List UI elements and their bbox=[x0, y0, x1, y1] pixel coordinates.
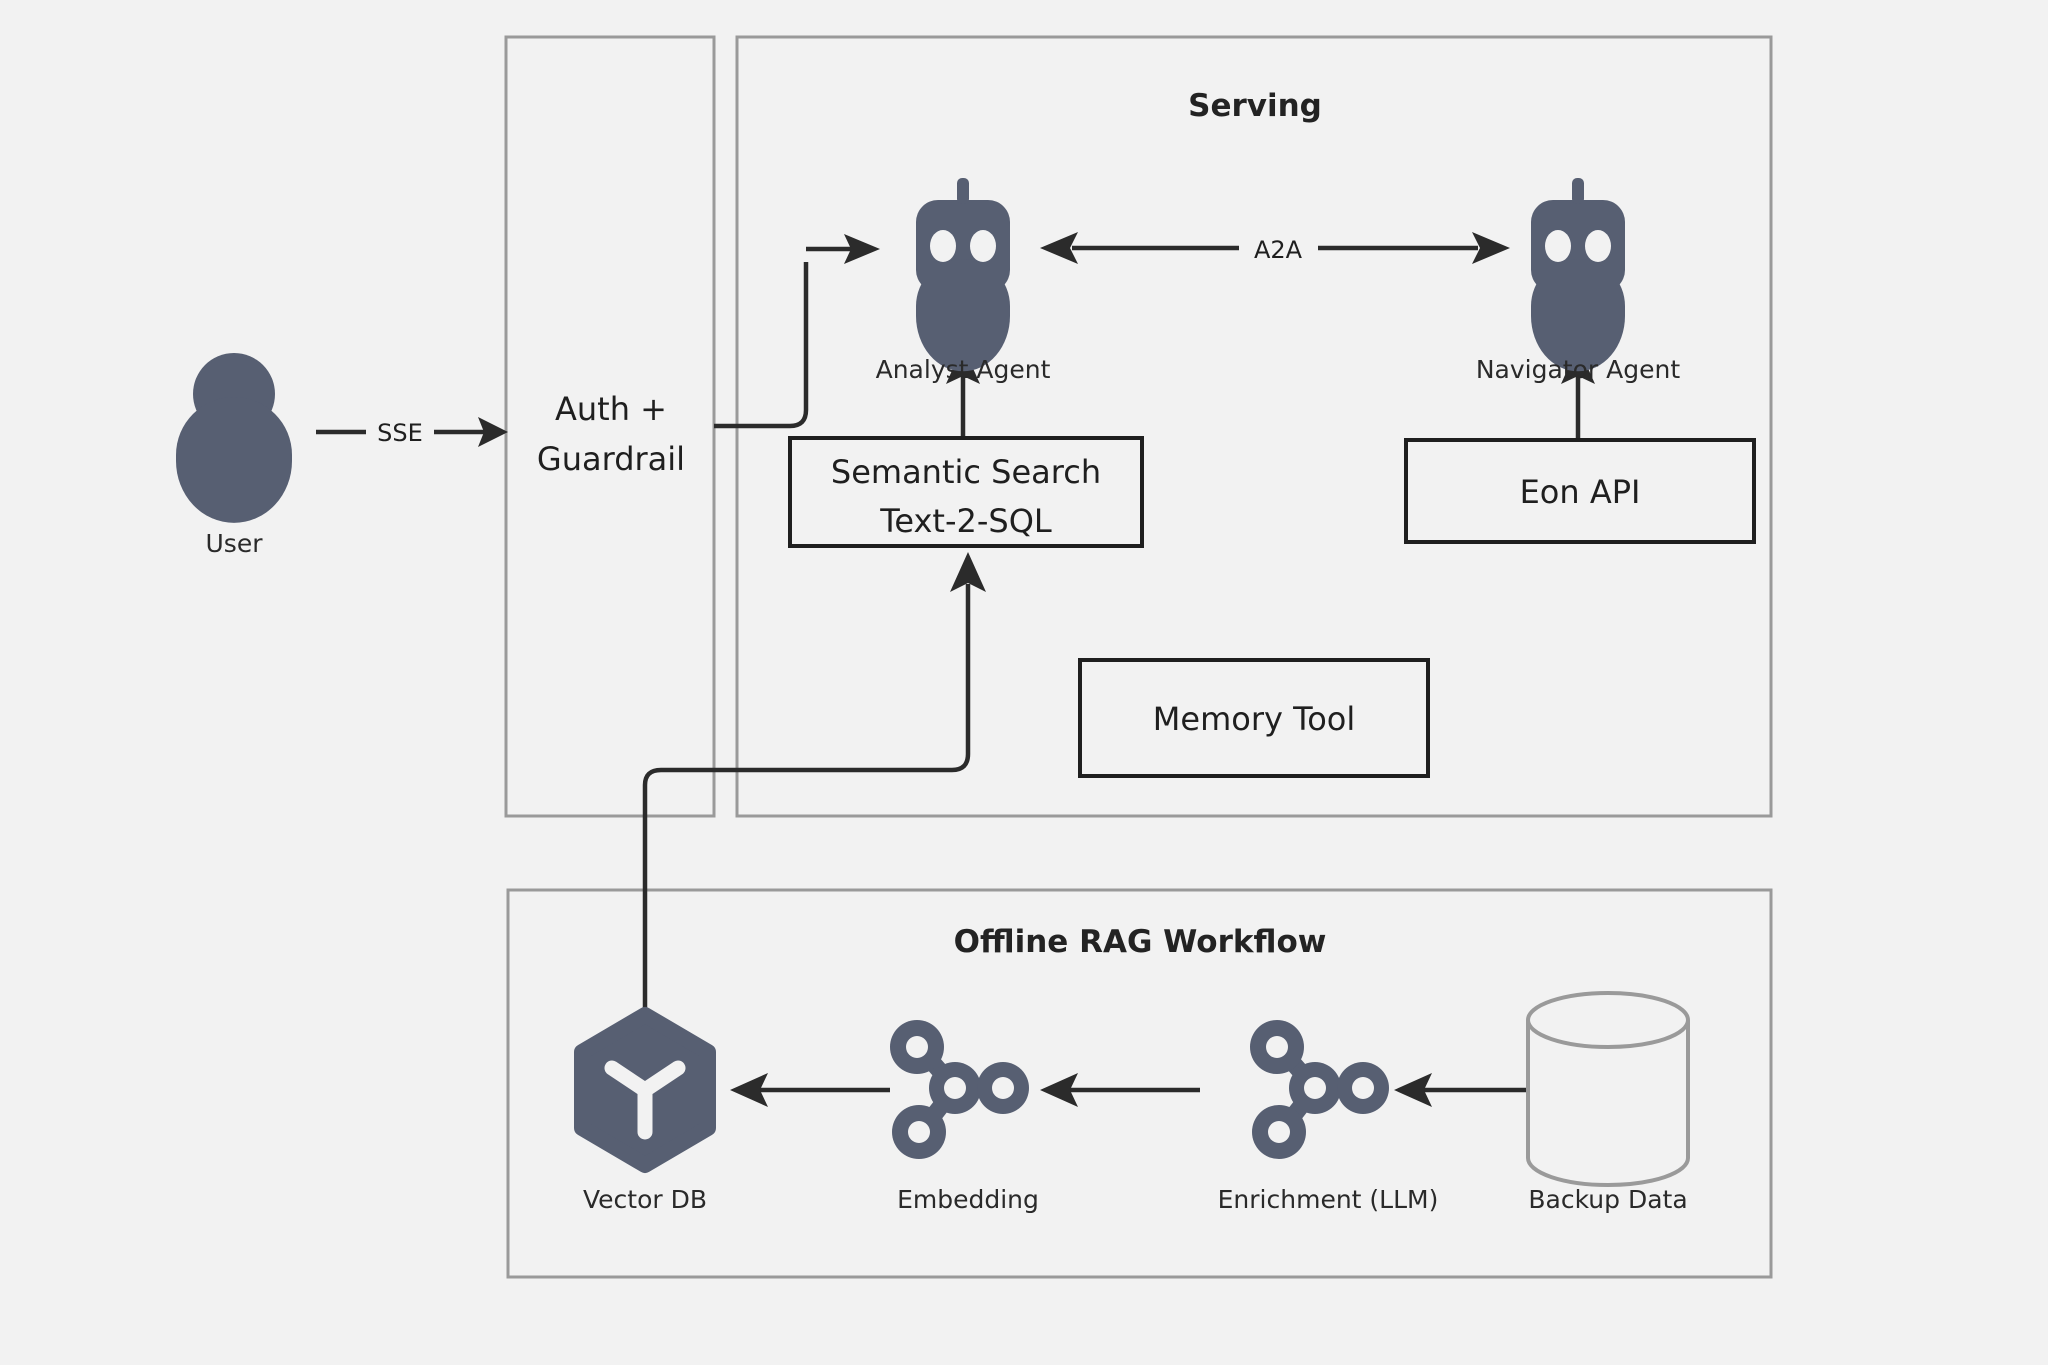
robot-icon-analyst bbox=[916, 178, 1010, 372]
arrow-vectordb-to-semantic bbox=[950, 552, 986, 592]
label-memory-tool: Memory Tool bbox=[1153, 700, 1355, 738]
caption-embedding: Embedding bbox=[897, 1185, 1039, 1214]
panel-offline-rag bbox=[506, 888, 1773, 1279]
graph-node-icon-embedding bbox=[890, 1020, 1029, 1159]
edge-vectordb-to-semantic bbox=[642, 584, 971, 1010]
arrow-backup-to-enrichment bbox=[1394, 1073, 1432, 1107]
arrow-auth-to-analyst bbox=[844, 234, 880, 264]
box-memory-tool bbox=[1078, 658, 1430, 778]
caption-backup-data: Backup Data bbox=[1528, 1185, 1687, 1214]
box-semantic-search bbox=[788, 436, 1144, 548]
edge-auth-to-analyst bbox=[714, 262, 809, 429]
robot-icon-navigator bbox=[1531, 178, 1625, 372]
cube-icon bbox=[574, 1007, 716, 1173]
arrow-enrichment-to-embedding bbox=[1040, 1073, 1078, 1107]
edge-label-sse: SSE bbox=[377, 419, 423, 447]
caption-analyst-agent: Analyst Agent bbox=[876, 355, 1051, 384]
box-eon-api bbox=[1404, 438, 1756, 544]
auth-label-line1: Auth + bbox=[555, 390, 667, 428]
label-semantic-search-line1: Semantic Search bbox=[831, 453, 1101, 491]
edge-label-a2a: A2A bbox=[1254, 236, 1303, 264]
user-icon bbox=[176, 353, 292, 523]
label-semantic-search-line2: Text-2-SQL bbox=[879, 502, 1052, 540]
arrow-a2a-right bbox=[1472, 232, 1510, 264]
arrow-a2a-left bbox=[1040, 232, 1078, 264]
caption-user: User bbox=[206, 529, 264, 558]
panel-title-offline-rag: Offline RAG Workflow bbox=[954, 924, 1327, 960]
arrow-sse bbox=[478, 417, 508, 447]
arrow-embedding-to-vectordb bbox=[730, 1073, 768, 1107]
label-eon-api: Eon API bbox=[1520, 473, 1641, 511]
auth-label-line2: Guardrail bbox=[537, 440, 685, 478]
graph-node-icon-enrichment bbox=[1250, 1020, 1389, 1159]
database-cylinder-icon bbox=[1526, 991, 1690, 1187]
panel-title-serving: Serving bbox=[1188, 88, 1322, 124]
caption-navigator-agent: Navigator Agent bbox=[1476, 355, 1680, 384]
caption-vector-db: Vector DB bbox=[583, 1185, 707, 1214]
caption-enrichment: Enrichment (LLM) bbox=[1218, 1185, 1439, 1214]
